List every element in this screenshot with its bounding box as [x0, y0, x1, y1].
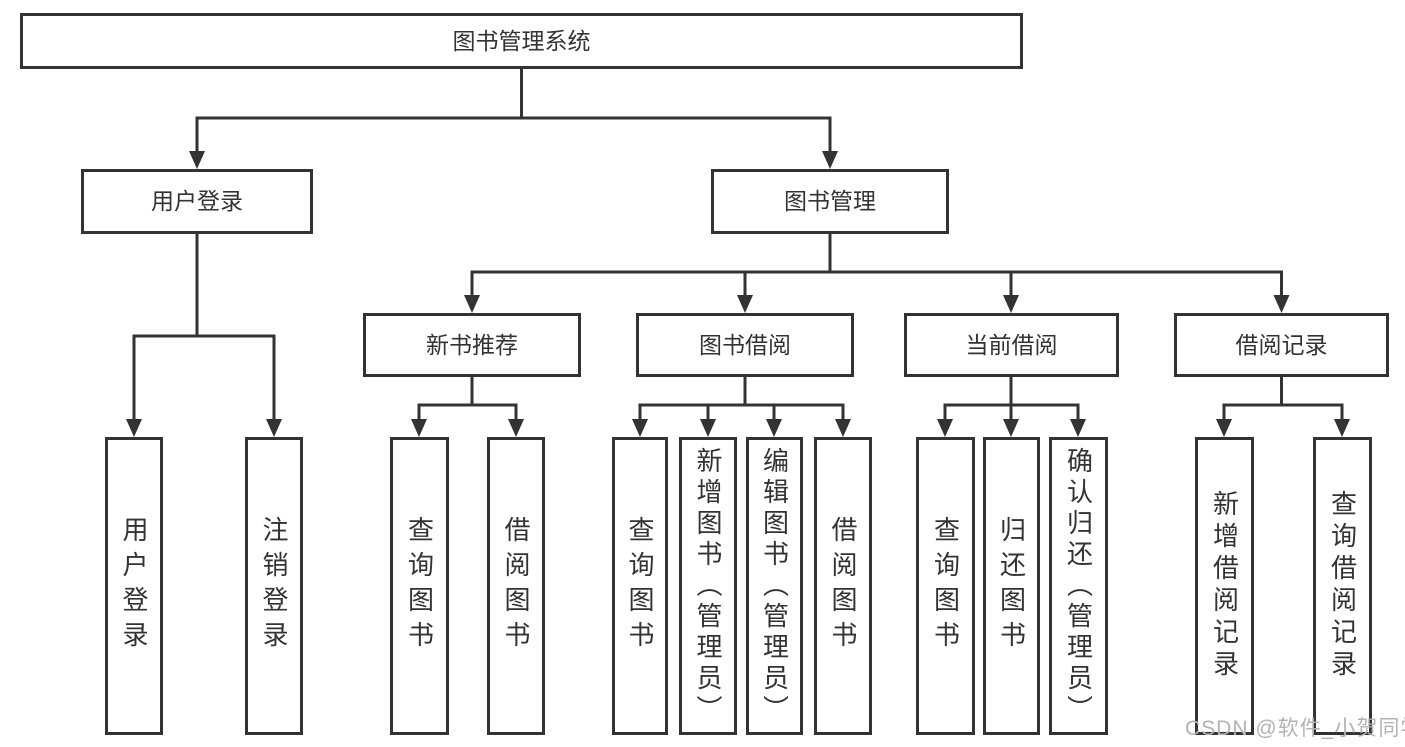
node-leaf-bb-borrow-books: 借阅图书: [814, 437, 872, 735]
node-leaf-cb-query-books: 查询图书: [916, 437, 975, 735]
node-book-management: 图书管理: [711, 169, 949, 234]
node-leaf-br-add-record: 新增借阅记录: [1195, 437, 1254, 735]
node-leaf-br-query-record: 查询借阅记录: [1313, 437, 1372, 735]
node-book-borrow: 图书借阅: [636, 313, 854, 377]
node-leaf-cb-confirm-return-admin: 确认归还（管理员）: [1049, 437, 1108, 735]
node-leaf-bb-edit-books-admin: 编辑图书（管理员）: [746, 437, 803, 735]
node-leaf-bb-query-books: 查询图书: [612, 437, 668, 735]
node-user-login-branch: 用户登录: [81, 169, 313, 234]
node-leaf-bb-add-books-admin: 新增图书（管理员）: [679, 437, 737, 735]
node-leaf-rec-borrow-books: 借阅图书: [487, 437, 545, 735]
node-leaf-rec-query-books: 查询图书: [390, 437, 449, 735]
node-root: 图书管理系统: [20, 13, 1023, 69]
node-borrow-record: 借阅记录: [1174, 313, 1389, 377]
csdn-watermark: CSDN @软件_小贺同学: [1185, 717, 1405, 740]
node-current-borrow: 当前借阅: [904, 313, 1119, 377]
node-leaf-logout: 注销登录: [245, 437, 303, 735]
node-leaf-user-login: 用户登录: [105, 437, 163, 735]
node-leaf-cb-return-books: 归还图书: [983, 437, 1040, 735]
node-new-book-recommend: 新书推荐: [363, 313, 581, 377]
